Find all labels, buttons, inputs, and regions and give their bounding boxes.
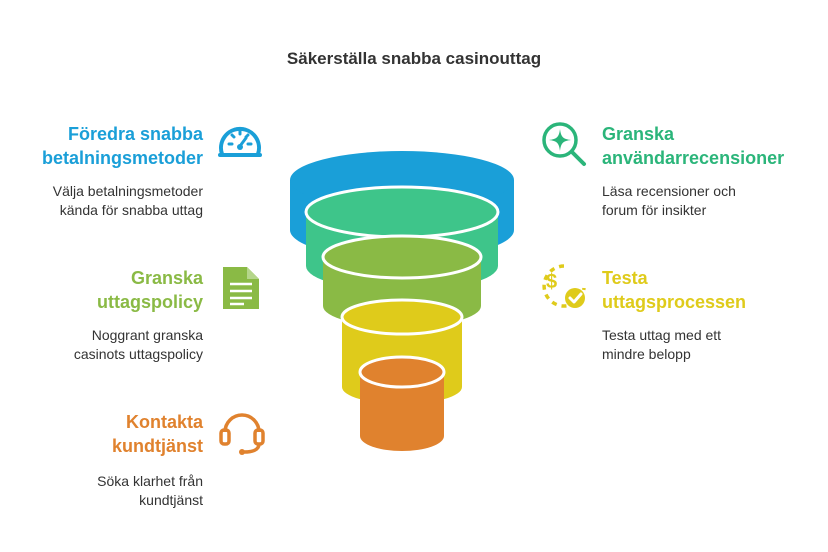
step-prefer-fast-payments: Föredra snabba betalningsmetoder Välja b… — [20, 122, 203, 220]
step-heading: Granska användarrecensioner — [602, 124, 785, 168]
document-icon — [223, 267, 259, 309]
diagram-title: Säkerställa snabba casinouttag — [286, 49, 542, 68]
dollar-check-icon: $ — [542, 264, 586, 308]
step-contact-support: Kontakta kundtjänst Söka klarhet från ku… — [20, 410, 203, 510]
speedometer-icon — [218, 126, 262, 157]
headset-icon — [219, 413, 265, 455]
step-description: Läsa recensioner och forum för insikter — [602, 183, 736, 218]
step-heading: Föredra snabba betalningsmetoder — [41, 124, 203, 168]
step-heading: Testa uttagsprocessen — [602, 268, 747, 312]
step-review-withdrawal-policy: Granska uttagspolicy Noggrant granska ca… — [20, 266, 203, 364]
step-heading: Granska uttagspolicy — [96, 268, 203, 312]
step-description: Testa uttag med ett mindre belopp — [602, 327, 722, 362]
funnel-tier-5 — [358, 355, 446, 451]
step-description: Söka klarhet från kundtjänst — [97, 473, 203, 508]
svg-text:$: $ — [546, 271, 557, 293]
step-test-withdrawal: Testa uttagsprocessen Testa uttag med et… — [602, 266, 812, 364]
step-heading: Kontakta kundtjänst — [111, 412, 203, 456]
step-description: Välja betalningsmetoder kända för snabba… — [52, 183, 203, 218]
step-review-user-reviews: Granska användarrecensioner Läsa recensi… — [602, 122, 812, 220]
step-description: Noggrant granska casinots uttagspolicy — [73, 327, 203, 362]
magnifier-sparkle-icon — [542, 122, 586, 166]
